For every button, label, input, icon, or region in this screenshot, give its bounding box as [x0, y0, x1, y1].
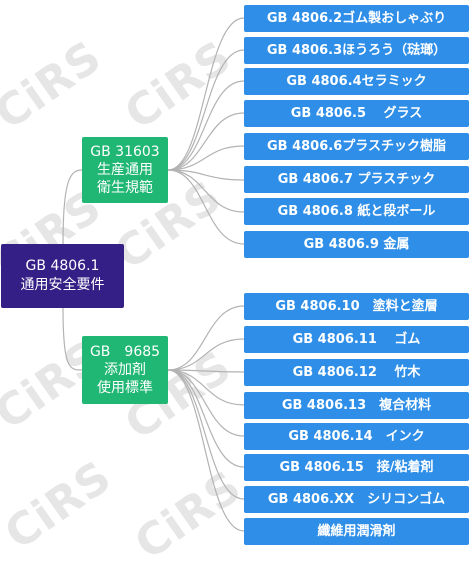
- leaf-node: 纖維用潤滑剤: [244, 518, 469, 545]
- leaf-node: GB 4806.10 塗料と塗層: [244, 293, 469, 320]
- group-node-gb9685: GB 9685 添加剤 使用標準: [82, 336, 168, 404]
- group-title-line: 使用標準: [97, 380, 153, 396]
- leaf-node: GB 4806.14 インク: [244, 423, 469, 450]
- group-node-gb31603: GB 31603 生産通用 衛生規範: [82, 137, 168, 203]
- watermark: CiRS: [125, 461, 252, 570]
- watermark: CiRS: [0, 451, 122, 560]
- group-code: GB 9685: [89, 344, 161, 360]
- leaf-node: GB 4806.12 竹木: [244, 359, 469, 386]
- watermark: CiRS: [0, 31, 112, 140]
- diagram: CiRS CiRS CiRS CiRS CiRS CiRS CiRS CiRS: [0, 5, 469, 570]
- group-title-line: 添加剤: [104, 362, 146, 378]
- leaf-node: GB 4806.2ゴム製おしゃぶり: [244, 5, 469, 32]
- root-code: GB 4806.1: [25, 258, 100, 274]
- leaf-node: GB 4806.11 ゴム: [244, 326, 469, 353]
- leaf-node: GB 4806.7 プラスチック: [244, 166, 469, 193]
- leaf-node: GB 4806.9 金属: [244, 231, 469, 258]
- group-title-line: 生産通用: [97, 162, 153, 178]
- leaf-node: GB 4806.8 紙と段ボール: [244, 198, 469, 225]
- leaf-node: GB 4806.5 グラス: [244, 100, 469, 127]
- leaf-node: GB 4806.13 複合材料: [244, 392, 469, 419]
- group-code: GB 31603: [90, 144, 160, 160]
- leaf-node: GB 4806.XX シリコンゴム: [244, 486, 469, 513]
- watermark: CiRS: [115, 31, 242, 140]
- leaf-node: GB 4806.6プラスチック樹脂: [244, 133, 469, 160]
- leaf-node: GB 4806.4セラミック: [244, 68, 469, 95]
- leaf-node: GB 4806.3ほうろう（琺瑯）: [244, 37, 469, 64]
- group-title-line: 衛生規範: [97, 180, 153, 196]
- root-node: GB 4806.1 通用安全要件: [1, 244, 124, 308]
- root-title: 通用安全要件: [20, 277, 105, 293]
- leaf-node: GB 4806.15 接/粘着剤: [244, 454, 469, 481]
